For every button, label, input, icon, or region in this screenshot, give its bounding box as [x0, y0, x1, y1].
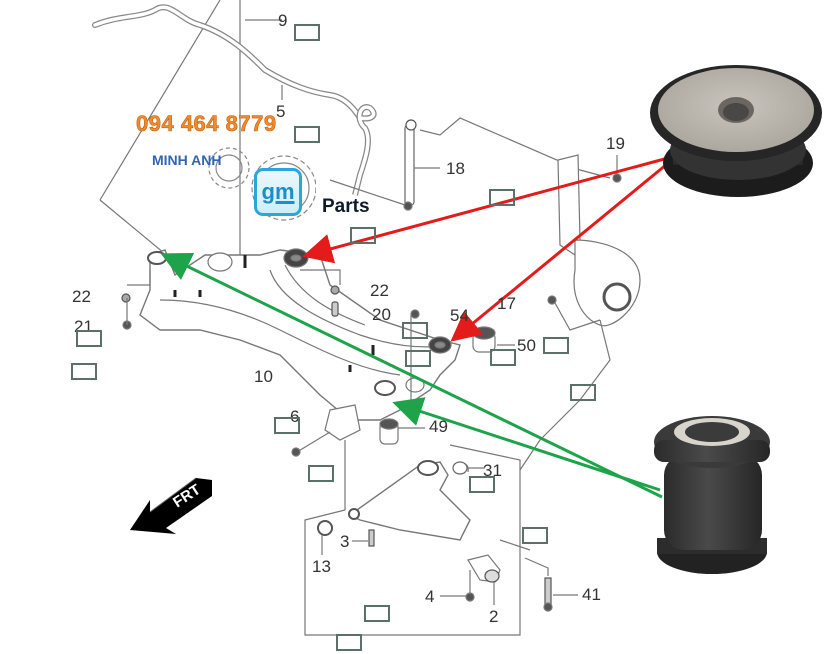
gm-logo: gm	[254, 168, 302, 216]
leader-line	[99, 0, 221, 201]
callout-10: 10	[254, 367, 273, 386]
red-arrow-upper-left	[302, 156, 669, 264]
callout-5: 5	[276, 102, 286, 121]
empty-callout-box	[570, 384, 596, 401]
empty-callout-box	[489, 189, 515, 206]
empty-callout-box	[308, 465, 334, 482]
callout-4: 4	[425, 587, 435, 606]
callout-54: 54	[450, 306, 469, 325]
empty-callout-box	[522, 527, 548, 544]
callout-49: 49	[429, 417, 448, 436]
red-arrow-upper-right	[450, 158, 673, 342]
callout-22-left: 22	[72, 287, 91, 306]
callout-31: 31	[483, 461, 502, 480]
empty-callout-box	[469, 476, 495, 493]
empty-callout-box	[274, 417, 300, 434]
callout-6: 6	[290, 407, 300, 426]
empty-callout-box	[71, 363, 97, 380]
front-direction-arrow-icon	[130, 477, 212, 534]
control-arm-bushing-photo	[654, 416, 770, 574]
callout-20: 20	[372, 305, 391, 324]
callout-17: 17	[497, 294, 516, 313]
empty-callout-box	[490, 349, 516, 366]
callout-18: 18	[446, 159, 465, 178]
empty-callout-box	[336, 634, 362, 651]
watermark-phone: 094 464 8779	[136, 111, 277, 137]
watermark-parts: Parts	[322, 196, 370, 217]
empty-callout-box	[350, 227, 376, 244]
empty-callout-box	[405, 350, 431, 367]
green-arrow-front-bushing	[160, 252, 663, 499]
empty-callout-box	[76, 330, 102, 347]
empty-callout-box	[402, 322, 428, 339]
green-arrow-rear-bushing	[392, 397, 661, 492]
callout-19: 19	[606, 134, 625, 153]
callout-13: 13	[312, 557, 331, 576]
callout-22-right: 22	[370, 281, 389, 300]
callout-2: 2	[489, 607, 499, 626]
subframe-mount-bushing-photo	[650, 65, 822, 197]
empty-callout-box	[294, 126, 320, 143]
callout-3: 3	[340, 532, 350, 551]
callout-41: 41	[582, 585, 601, 604]
empty-callout-box	[294, 24, 320, 41]
callout-9: 9	[278, 11, 288, 30]
watermark-shop-name: MINH ANH	[152, 152, 222, 168]
empty-callout-box	[543, 337, 569, 354]
gm-logo-text: gm	[261, 179, 295, 204]
callout-50: 50	[517, 336, 536, 355]
empty-callout-box	[364, 605, 390, 622]
